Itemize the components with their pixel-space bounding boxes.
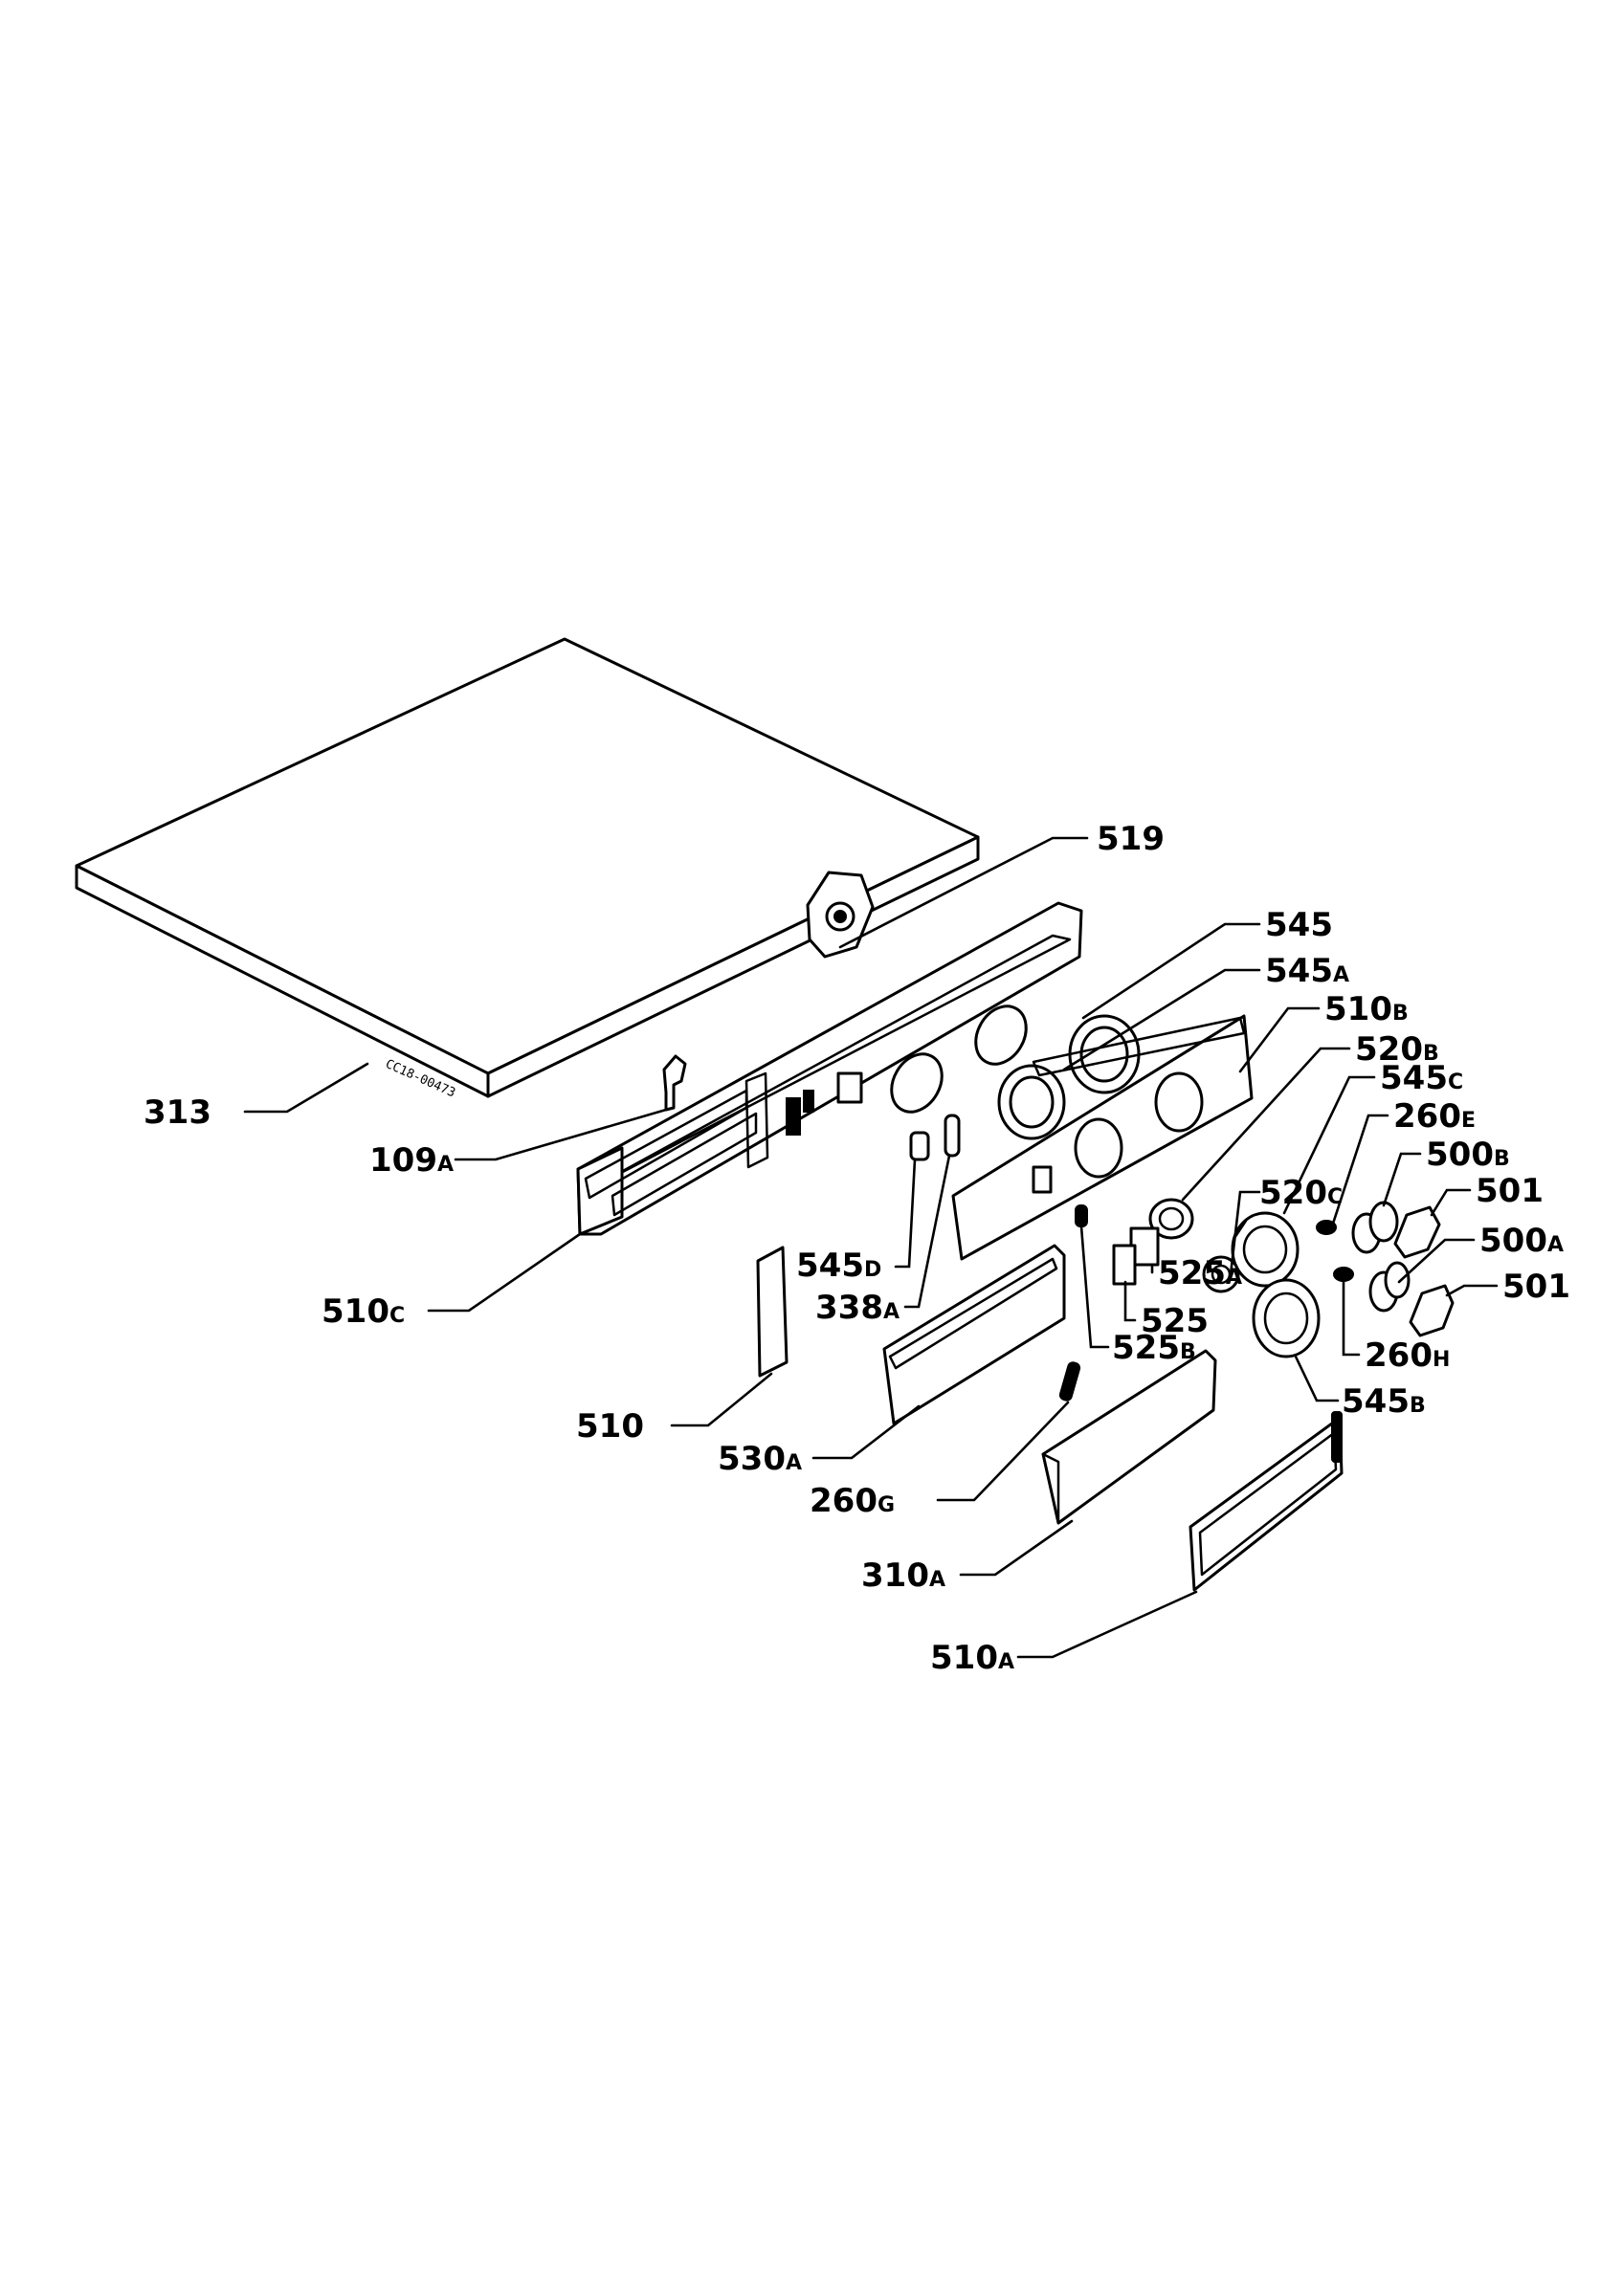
callout-520c: 520C — [1259, 1174, 1343, 1212]
part-510a-gasket — [1189, 1411, 1344, 1592]
callout-310a: 310A — [861, 1556, 945, 1595]
callout-525: 525 — [1141, 1302, 1209, 1340]
callout-520b: 520B — [1355, 1030, 1439, 1069]
part-501-lower-knob — [1409, 1284, 1455, 1337]
callout-510b: 510B — [1324, 990, 1409, 1028]
callout-510: 510 — [576, 1407, 644, 1446]
part-109a-latch — [662, 1054, 687, 1112]
part-501-upper-knob — [1393, 1205, 1441, 1259]
callout-545a: 545A — [1265, 952, 1349, 990]
part-525b-spring — [1075, 1204, 1088, 1227]
part-510-side-piece — [756, 1246, 789, 1378]
part-510b-insert — [951, 1014, 1254, 1261]
part-545d-clip — [909, 1131, 930, 1161]
part-500a-knob-cap — [1368, 1261, 1411, 1313]
part-530a-handle — [882, 1244, 1066, 1425]
callout-260g: 260G — [810, 1482, 895, 1520]
part-260g-spring — [1058, 1361, 1081, 1402]
part-545c-bezel — [1231, 1211, 1300, 1288]
part-545-bezel — [1068, 1014, 1141, 1094]
part-500b-knob-cap — [1351, 1201, 1399, 1254]
part-520b-knob-ring — [1148, 1198, 1194, 1240]
part-545a-bezel — [997, 1064, 1066, 1140]
callout-510c: 510C — [322, 1292, 405, 1331]
callout-109a: 109A — [369, 1141, 454, 1180]
callout-545c: 545C — [1380, 1059, 1463, 1097]
part-519-bracket — [806, 871, 875, 959]
callout-501-upper: 501 — [1476, 1172, 1544, 1210]
part-338a-pin — [944, 1114, 961, 1158]
callout-510a: 510A — [930, 1639, 1014, 1677]
callout-545b: 545B — [1342, 1382, 1426, 1421]
part-520c-knob-ring — [1202, 1255, 1240, 1293]
callout-500b: 500B — [1426, 1136, 1510, 1174]
part-310a-cover — [1041, 1349, 1217, 1525]
callout-313: 313 — [144, 1093, 211, 1132]
callout-525b: 525B — [1112, 1329, 1196, 1367]
callout-260h: 260H — [1365, 1336, 1450, 1375]
callout-500a: 500A — [1479, 1222, 1564, 1260]
callout-labels: 519 545 545A 510B 520B 545C 260E 500B 50… — [144, 820, 1570, 1677]
callout-530a: 530A — [718, 1440, 802, 1478]
callout-545d: 545D — [796, 1247, 881, 1285]
part-545b-bezel — [1252, 1278, 1321, 1358]
part-260e-spring — [1316, 1220, 1337, 1235]
part-510c-control-panel — [576, 901, 1083, 1236]
part-525-switch — [1112, 1244, 1137, 1286]
callout-338a: 338A — [815, 1289, 900, 1327]
callout-519: 519 — [1097, 820, 1165, 858]
callout-525a: 525A — [1158, 1254, 1242, 1292]
callout-545: 545 — [1265, 906, 1333, 944]
leader-lines — [243, 836, 1499, 1659]
callout-260e: 260E — [1393, 1097, 1476, 1136]
callout-501-lower: 501 — [1502, 1268, 1570, 1306]
